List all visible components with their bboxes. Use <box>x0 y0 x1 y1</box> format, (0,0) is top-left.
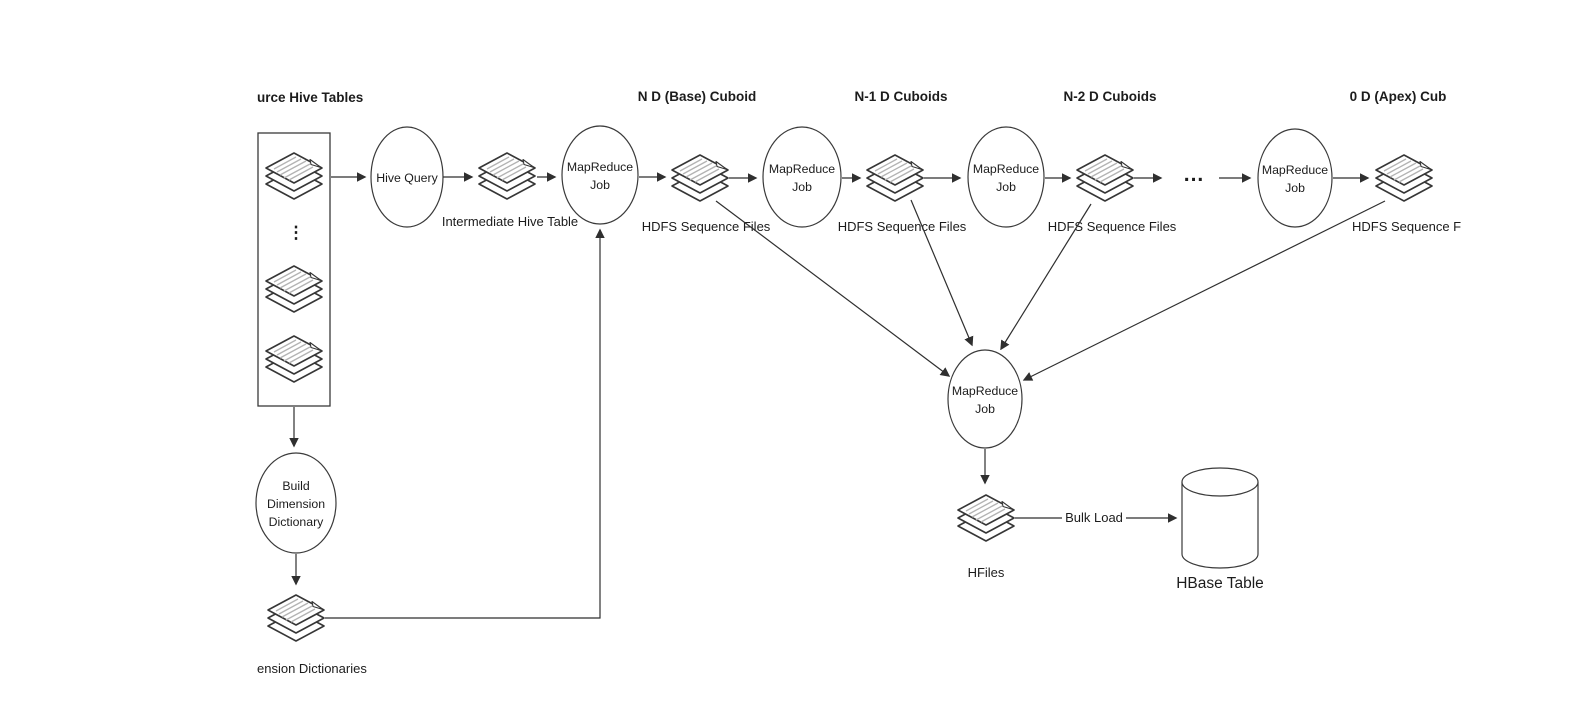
mapreduce-job-ellipse <box>967 126 1045 228</box>
cylinder-top <box>1181 467 1259 497</box>
hive-query-label: Hive Query <box>376 171 438 185</box>
hdfs-sequence-files-label-3: HDFS Sequence Files <box>1048 219 1177 234</box>
row-ellipsis: ... <box>1184 163 1205 186</box>
header-source-hive-tables: urce Hive Tables <box>257 90 363 105</box>
hive-query-node: Hive Query <box>370 126 444 228</box>
flow-arrows <box>289 172 1386 619</box>
hdfs-sequence-files-label-4: HDFS Sequence F <box>1352 219 1461 234</box>
header-n1d-cuboids: N-1 D Cuboids <box>855 89 948 104</box>
hdfs-sequence-files-icon-1 <box>671 154 729 202</box>
hdfs-sequence-files-icon-4 <box>1375 154 1433 202</box>
mapreduce-job-ellipse <box>762 126 842 228</box>
build-dimension-dictionary-ellipse <box>255 452 337 554</box>
vertical-ellipsis: ⋮ <box>288 223 305 242</box>
hfiles-label: HFiles <box>968 565 1005 580</box>
hdfs-sequence-files-label-2: HDFS Sequence Files <box>838 219 967 234</box>
header-0d-apex-cuboid: 0 D (Apex) Cub <box>1350 89 1447 104</box>
arrow-hdfs1-to-merge <box>715 200 951 377</box>
mapreduce-job-ellipse <box>947 349 1023 449</box>
hdfs-sequence-files-label-1: HDFS Sequence Files <box>642 219 771 234</box>
intermediate-hive-table-label: Intermediate Hive Table <box>442 214 578 229</box>
mapreduce-job-ellipse <box>1257 128 1333 228</box>
hdfs-sequence-files-icon-2 <box>866 154 924 202</box>
dimension-dictionaries-icon <box>267 594 325 642</box>
hfiles-icon <box>957 494 1015 542</box>
arrow-hdfs3-to-merge <box>1000 203 1092 351</box>
intermediate-hive-table-icon <box>478 152 536 200</box>
cylinder-body <box>1181 482 1259 569</box>
header-n2d-cuboids: N-2 D Cuboids <box>1064 89 1157 104</box>
arrow-hdfs4-to-merge <box>1022 200 1386 381</box>
bulk-load-label: Bulk Load <box>1065 510 1123 525</box>
arrow-dictionaries-to-mr1-feedback <box>325 228 605 619</box>
arrow-hdfs2-to-merge <box>910 199 974 347</box>
hdfs-sequence-files-icon-3 <box>1076 154 1134 202</box>
dimension-dictionaries-label: ension Dictionaries <box>257 661 367 676</box>
hbase-table-cylinder <box>1181 467 1259 569</box>
header-nd-base-cuboid: N D (Base) Cuboid <box>638 89 757 104</box>
source-hive-tables-group: ⋮ <box>257 132 331 407</box>
mapreduce-job-ellipse <box>561 125 639 225</box>
hbase-table-label: HBase Table <box>1176 575 1264 592</box>
